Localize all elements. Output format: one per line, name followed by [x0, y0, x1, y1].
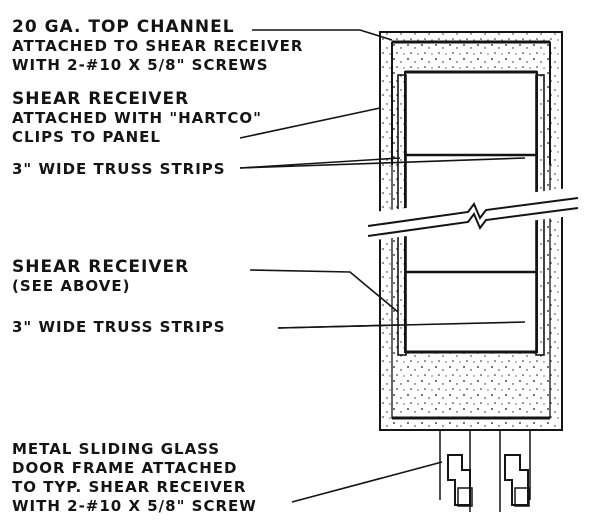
label-line: SHEAR RECEIVER	[12, 89, 190, 109]
label-line: 20 GA. TOP CHANNEL	[12, 17, 235, 37]
top-channel	[391, 40, 551, 165]
label-truss-strips-bottom: 3" WIDE TRUSS STRIPS	[12, 318, 226, 337]
label-line: 3" WIDE TRUSS STRIPS	[12, 160, 226, 178]
label-line: ATTACHED WITH "HARTCO"	[12, 109, 262, 127]
bottom-sill	[392, 416, 550, 512]
label-door-frame: METAL SLIDING GLASS DOOR FRAME ATTACHED …	[12, 440, 257, 516]
leader-lines	[239, 29, 526, 503]
label-line: METAL SLIDING GLASS	[12, 440, 221, 458]
label-top-channel: 20 GA. TOP CHANNEL ATTACHED TO SHEAR REC…	[12, 18, 303, 75]
label-line: (SEE ABOVE)	[12, 277, 131, 295]
label-shear-receiver-bottom: SHEAR RECEIVER (SEE ABOVE)	[12, 258, 189, 296]
label-line: 3" WIDE TRUSS STRIPS	[12, 318, 226, 336]
concrete-panel	[379, 31, 563, 431]
label-line: ATTACHED TO SHEAR RECEIVER	[12, 37, 304, 55]
label-shear-receiver-top: SHEAR RECEIVER ATTACHED WITH "HARTCO" CL…	[12, 90, 262, 147]
sliding-door-frame	[447, 454, 530, 507]
break-line	[367, 187, 579, 241]
label-truss-strips-top: 3" WIDE TRUSS STRIPS	[12, 160, 226, 179]
label-line: CLIPS TO PANEL	[12, 128, 161, 146]
label-line: TO TYP. SHEAR RECEIVER	[12, 478, 247, 496]
label-line: SHEAR RECEIVER	[12, 257, 190, 277]
label-line: WITH 2-#10 x 5/8" SCREW	[12, 497, 257, 515]
label-line: DOOR FRAME ATTACHED	[12, 459, 238, 477]
label-line: WITH 2-#10 x 5/8" SCREWS	[12, 56, 269, 74]
truss-strips	[405, 70, 537, 354]
